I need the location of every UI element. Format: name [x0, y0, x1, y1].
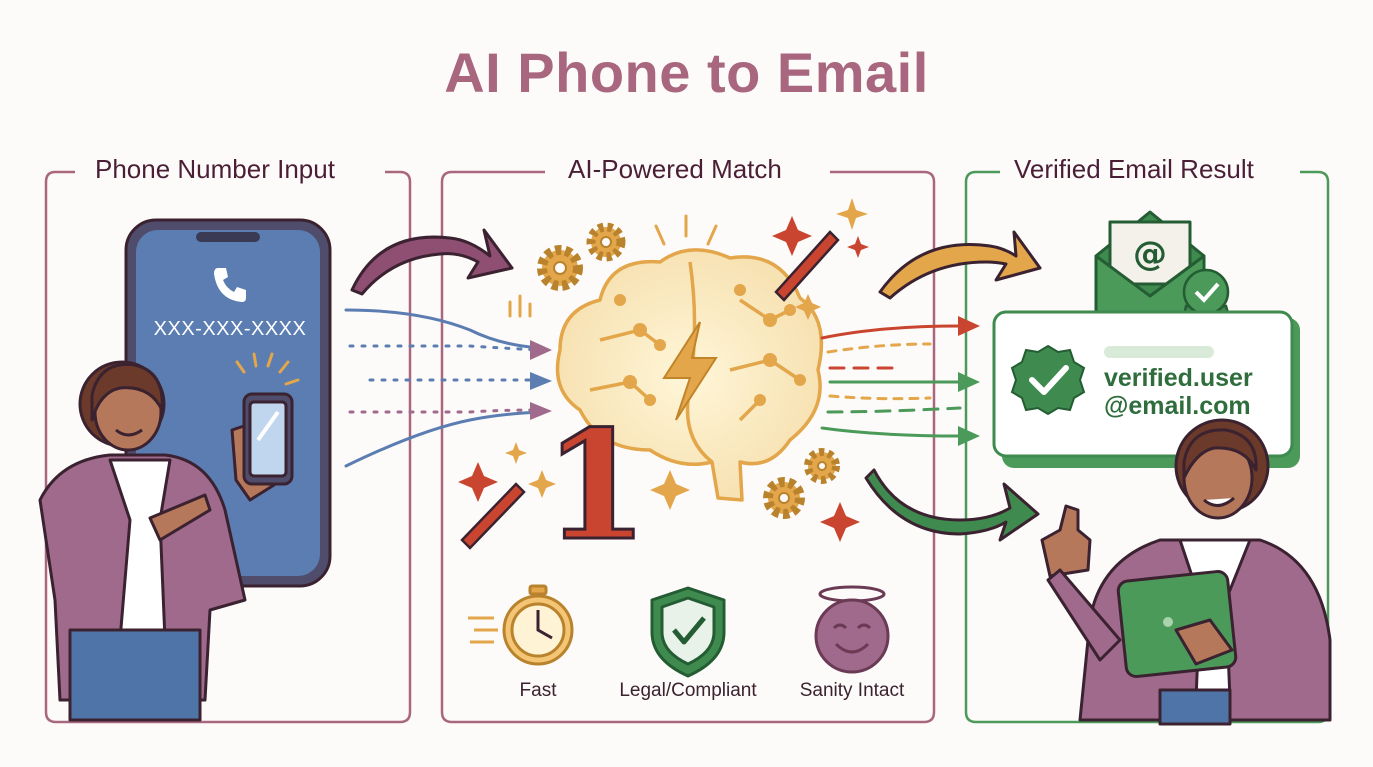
smiley-halo-icon — [814, 585, 890, 674]
phone-call-icon — [214, 268, 246, 302]
panel-frame-verified-result — [964, 170, 1330, 724]
magic-wand-icon — [460, 230, 840, 550]
verified-email-address: verified.user @email.com — [1104, 364, 1253, 420]
curved-arrow-to-user — [864, 468, 1040, 542]
stopwatch-icon — [468, 584, 574, 666]
phone-number-display: XXX-XXX-XXXX — [153, 318, 307, 340]
gear-icon — [537, 222, 840, 519]
panel-frame-phone-input — [44, 170, 412, 724]
rank-number: 1 — [544, 398, 648, 574]
curved-arrow-to-email — [878, 230, 1042, 300]
lightning-bolt-icon — [662, 321, 718, 421]
benefit-label-legal: Legal/Compliant — [619, 680, 757, 701]
panel-title-phone-input: Phone Number Input — [81, 154, 349, 185]
at-sign-icon: @ — [1133, 234, 1167, 274]
arrowheads-in — [530, 340, 552, 420]
page-title: AI Phone to Email — [444, 41, 929, 104]
sparkle-icon — [458, 198, 869, 542]
panel-title-verified-result: Verified Email Result — [1000, 154, 1268, 185]
envelope-icon: @ — [1094, 210, 1206, 320]
benefit-label-sanity: Sanity Intact — [799, 680, 905, 701]
verified-check-badge-icon — [1010, 344, 1086, 416]
woman-thumbs-up-illustration — [1040, 418, 1332, 726]
panel-title-ai-match: AI-Powered Match — [554, 154, 796, 185]
email-line-2: @email.com — [1104, 392, 1251, 420]
arrowheads-out — [958, 316, 980, 446]
panel-frame-ai-match — [440, 170, 936, 724]
woman-holding-phone-illustration — [38, 360, 294, 722]
email-line-1: verified.user — [1104, 364, 1253, 392]
rank-one-badge: 1 — [542, 397, 649, 576]
data-flow-lines-out — [820, 324, 962, 438]
spark-rays-icon — [508, 214, 718, 318]
shield-check-icon — [650, 586, 726, 678]
benefit-label-fast: Fast — [519, 680, 557, 701]
curved-arrow-to-ai — [350, 228, 514, 296]
notification-sparkle-icon — [235, 352, 300, 386]
